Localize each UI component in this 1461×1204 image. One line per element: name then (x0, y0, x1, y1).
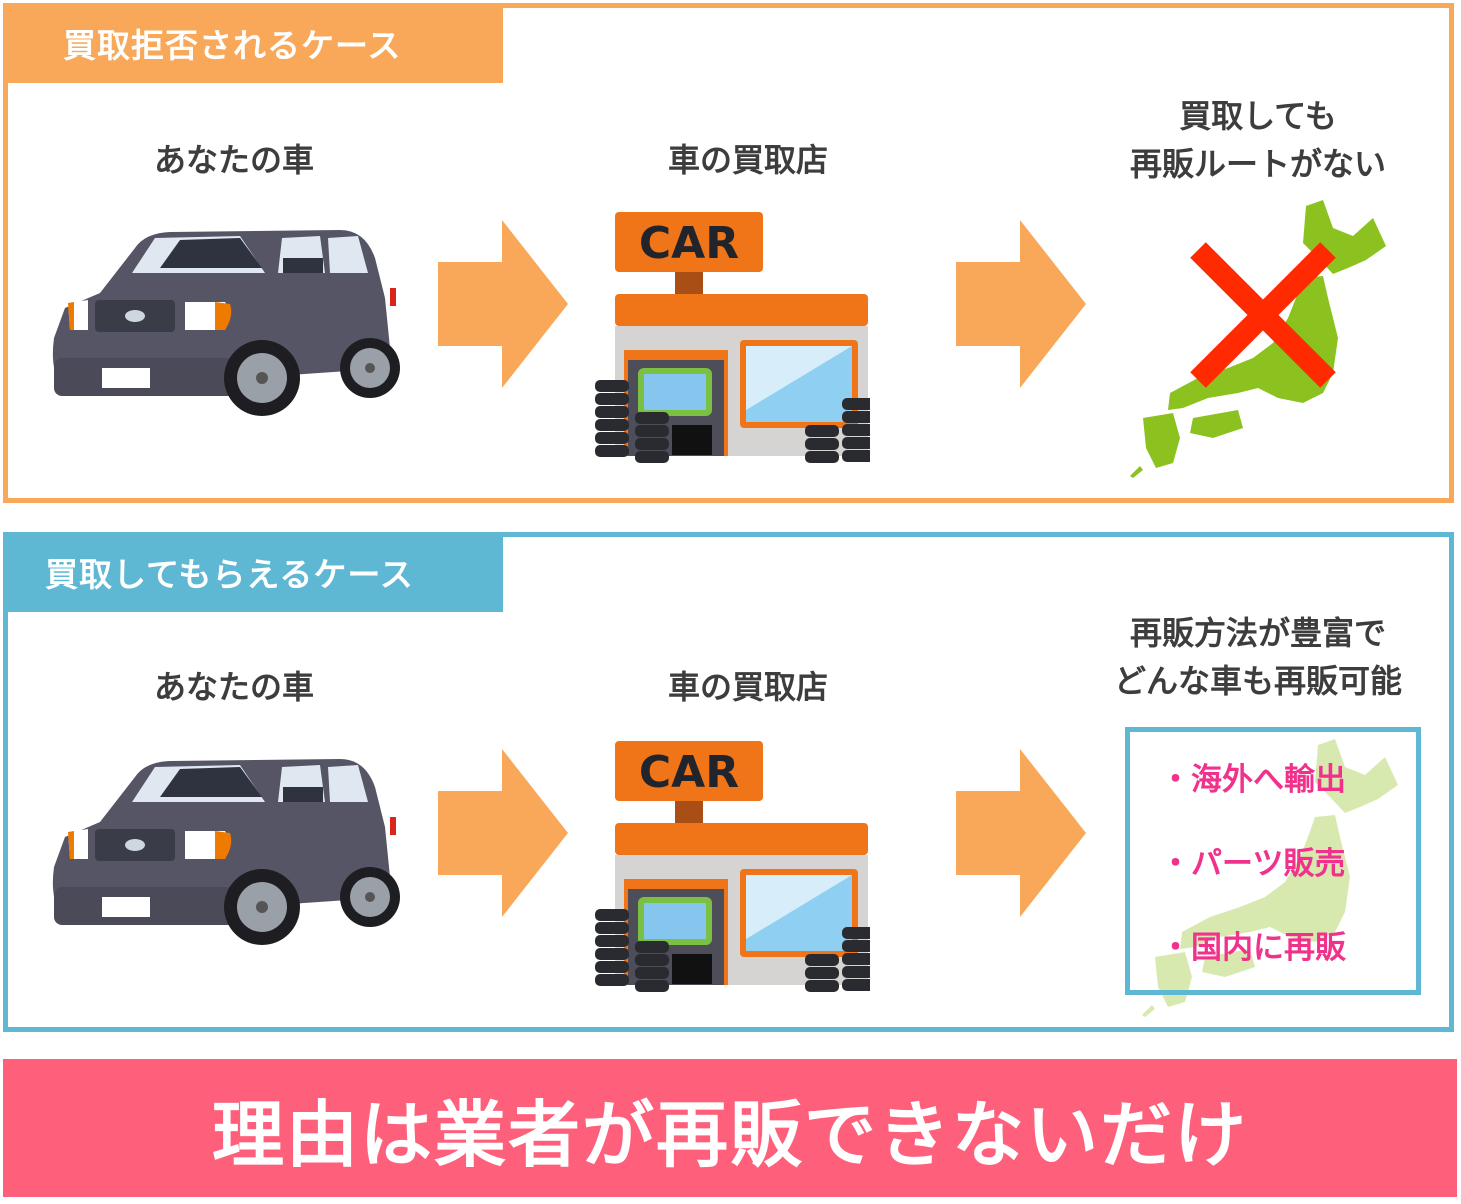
resale-methods-heading: 再販方法が豊富で どんな車も再販可能 (1073, 609, 1443, 705)
arrow-right-icon (956, 220, 1086, 388)
no-resale-route-label: 買取しても 再販ルートがない (1083, 92, 1433, 188)
conclusion-banner: 理由は業者が再販できないだけ (3, 1059, 1457, 1197)
no-resale-route-line2: 再販ルートがない (1129, 145, 1386, 183)
arrow-right-icon (438, 749, 568, 917)
car-shop-icon (580, 210, 870, 470)
accept-case-tab: 買取してもらえるケース (3, 532, 503, 612)
resale-methods-line1: 再販方法が豊富で (1129, 614, 1386, 652)
your-car-label: あなたの車 (153, 668, 314, 706)
car-dealer-label: 車の買取店 (667, 668, 828, 706)
resale-methods-box: ・海外へ輸出 ・パーツ販売 ・国内に再販 (1125, 727, 1421, 995)
reject-case-tab: 買取拒否されるケース (3, 3, 503, 83)
reject-case-panel: 買取拒否されるケース あなたの車 車の買取店 買取しても 再販ルートがない (3, 3, 1454, 503)
car-icon (40, 747, 400, 947)
accept-case-panel: 買取してもらえるケース あなたの車 車の買取店 再販方法が豊富で どんな車も再販… (3, 532, 1454, 1032)
car-icon (40, 218, 400, 418)
no-resale-route-line1: 買取しても (1179, 97, 1337, 135)
car-shop-icon (580, 739, 870, 999)
car-dealer-label: 車の買取店 (667, 141, 828, 179)
resale-methods-line2: どんな車も再販可能 (1113, 662, 1402, 700)
arrow-right-icon (956, 749, 1086, 917)
method-parts-sale: ・パーツ販売 (1160, 846, 1346, 882)
method-export: ・海外へ輸出 (1160, 762, 1346, 798)
your-car-label: あなたの車 (153, 141, 314, 179)
cross-mark-icon (1190, 242, 1336, 388)
arrow-right-icon (438, 220, 568, 388)
method-domestic-resale: ・国内に再販 (1160, 930, 1346, 966)
